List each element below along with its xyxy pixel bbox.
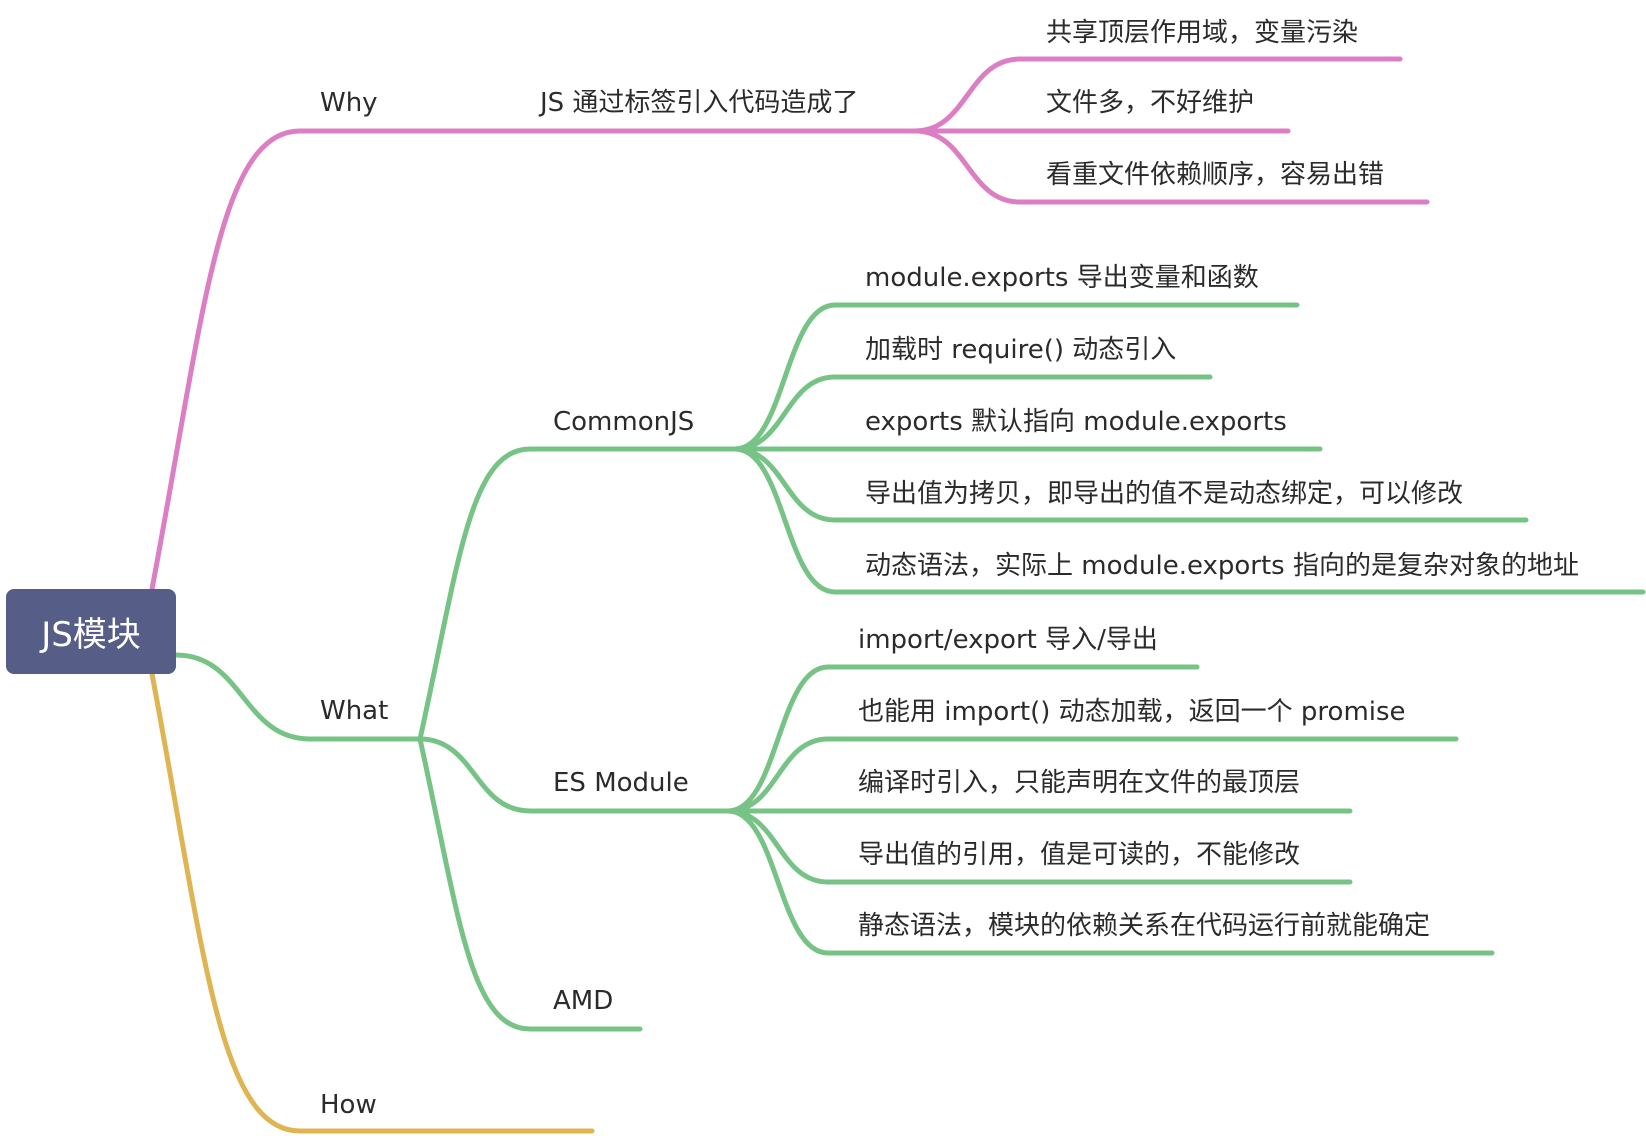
link-what-esmodule [417,736,738,814]
node-commonjs[interactable]: CommonJS [553,407,695,437]
node-esmodule-item-1[interactable]: import/export 导入/导出 [858,625,1158,655]
link-root-why [149,128,923,592]
node-why-cause[interactable]: JS 通过标签引入代码造成了 [540,88,859,118]
node-esmodule-item-3[interactable]: 编译时引入，只能声明在文件的最顶层 [858,768,1301,798]
node-esmodule-item-2[interactable]: 也能用 import() 动态加载，返回一个 promise [858,697,1406,727]
node-commonjs-item-2[interactable]: 加载时 require() 动态引入 [865,335,1177,365]
link-root-how [149,671,595,1134]
link-esmodule-item-1 [725,664,1200,814]
node-commonjs-item-4[interactable]: 导出值为拷贝，即导出的值不是动态绑定，可以修改 [865,479,1464,509]
node-what[interactable]: What [320,696,389,726]
link-esmodule-item-5 [725,808,1495,956]
node-why-item-3[interactable]: 看重文件依赖顺序，容易出错 [1046,160,1385,190]
root-node[interactable]: JS模块 [6,589,176,674]
link-esmodule-item-2 [725,736,1459,814]
node-esmodule[interactable]: ES Module [553,768,689,798]
root-label: JS模块 [41,615,141,655]
link-cause-item-1 [912,56,1403,134]
link-commonjs-item-2 [732,374,1213,452]
link-commonjs-item-1 [732,302,1300,452]
node-esmodule-item-4[interactable]: 导出值的引用，值是可读的，不能修改 [858,840,1301,870]
node-commonjs-item-1[interactable]: module.exports 导出变量和函数 [865,263,1259,293]
link-commonjs-item-5 [732,446,1646,595]
node-esmodule-item-5[interactable]: 静态语法，模块的依赖关系在代码运行前就能确定 [858,911,1431,941]
node-how[interactable]: How [320,1090,377,1120]
link-commonjs-item-4 [732,446,1529,523]
node-amd[interactable]: AMD [553,986,614,1016]
link-cause-item-3 [912,128,1430,205]
node-why[interactable]: Why [320,88,378,118]
node-why-item-1[interactable]: 共享顶层作用域，变量污染 [1046,18,1359,48]
link-what-commonjs [417,446,738,742]
link-root-what [173,652,423,742]
node-commonjs-item-3[interactable]: exports 默认指向 module.exports [865,407,1287,437]
link-esmodule-item-4 [725,808,1353,885]
link-what-amd [417,736,643,1032]
node-commonjs-item-5[interactable]: 动态语法，实际上 module.exports 指向的是复杂对象的地址 [865,551,1579,581]
node-why-item-2[interactable]: 文件多，不好维护 [1046,88,1255,118]
